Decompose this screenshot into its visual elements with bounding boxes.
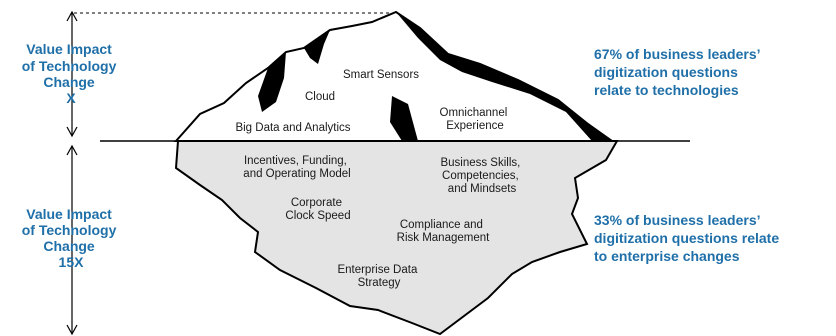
- label-compliance-line: Risk Management: [397, 232, 490, 244]
- bottom-axis-arrow-up: [66, 144, 78, 156]
- left-axis: [66, 10, 395, 336]
- label-omnichannel: Omnichannel Experience: [440, 107, 511, 132]
- label-business-skills-line: Competencies,: [442, 170, 519, 182]
- right-bottom-note-line: digitization questions relate: [594, 230, 779, 246]
- right-ridge-shadow: [396, 12, 612, 141]
- top-axis-arrow-up: [66, 10, 78, 22]
- label-compliance: Compliance and Risk Management: [397, 219, 490, 244]
- iceberg-underwater: [174, 140, 619, 336]
- label-compliance-line: Compliance and: [400, 219, 483, 231]
- label-omnichannel-line: Omnichannel: [440, 107, 508, 119]
- right-bottom-note-line: 33% of business leaders’: [594, 212, 760, 228]
- label-incentives-line: and Operating Model: [243, 168, 350, 180]
- label-incentives-line: Incentives, Funding,: [244, 155, 347, 167]
- right-bottom-note: 33% of business leaders’ digitization qu…: [594, 212, 783, 264]
- upper-ridge-shadow: [304, 30, 330, 64]
- label-clock-speed: Corporate Clock Speed: [285, 197, 350, 222]
- label-big-data: Big Data and Analytics: [235, 122, 350, 134]
- label-data-strategy: Enterprise Data Strategy: [337, 264, 420, 289]
- label-business-skills-line: Business Skills,: [440, 157, 520, 169]
- right-top-note-line: relate to technologies: [594, 82, 739, 98]
- left-bottom-label-line: Value Impact: [26, 206, 112, 222]
- label-data-strategy-line: Strategy: [358, 277, 401, 289]
- label-business-skills-line: and Mindsets: [448, 183, 517, 195]
- left-bottom-label-line: of Technology: [22, 222, 117, 238]
- label-omnichannel-line: Experience: [446, 120, 504, 132]
- left-top-label-line: Value Impact: [26, 41, 112, 57]
- left-top-label-line: Change: [43, 74, 95, 90]
- label-clock-speed-line: Clock Speed: [285, 210, 350, 222]
- label-incentives: Incentives, Funding, and Operating Model: [243, 155, 350, 180]
- left-bottom-label-line: 15X: [59, 254, 85, 270]
- top-axis-arrow-down: [66, 126, 78, 138]
- left-bottom-label-line: Change: [43, 238, 95, 254]
- label-cloud: Cloud: [305, 91, 335, 103]
- label-business-skills: Business Skills, Competencies, and Minds…: [440, 157, 523, 195]
- right-top-note-line: digitization questions: [594, 64, 738, 80]
- right-top-note: 67% of business leaders’ digitization qu…: [594, 46, 764, 98]
- left-top-label: Value Impact of Technology Change X: [22, 41, 121, 106]
- left-top-label-line: of Technology: [22, 58, 117, 74]
- crevasse-shadow: [390, 96, 418, 141]
- label-data-strategy-line: Enterprise Data: [337, 264, 418, 276]
- bottom-axis-arrow-down: [66, 324, 78, 336]
- left-bottom-label: Value Impact of Technology Change 15X: [22, 206, 121, 270]
- right-bottom-note-line: to enterprise changes: [594, 248, 740, 264]
- iceberg-shadows: [258, 12, 612, 141]
- label-smart-sensors: Smart Sensors: [343, 69, 419, 81]
- label-clock-speed-line: Corporate: [291, 197, 342, 209]
- left-top-label-line: X: [66, 90, 76, 106]
- right-top-note-line: 67% of business leaders’: [594, 46, 760, 62]
- left-ridge-shadow: [258, 52, 286, 112]
